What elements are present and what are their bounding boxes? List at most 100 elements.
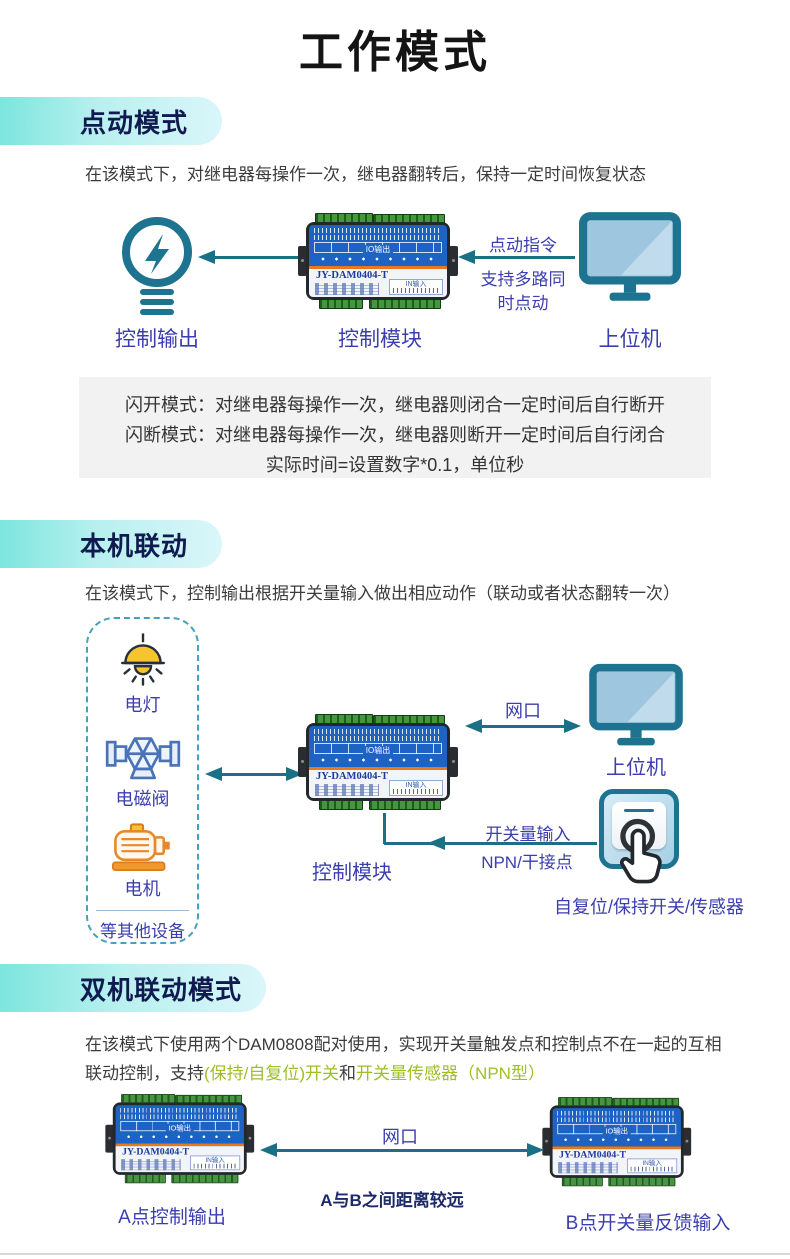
local-linkage-description: 在该模式下，控制输出根据开关量输入做出相应动作（联动或者状态翻转一次） xyxy=(85,584,680,603)
arrow-pc-to-module xyxy=(458,250,575,264)
dam-module-image-a: IO输出 JY-DAM0404-T IN输入 xyxy=(105,1094,255,1184)
section-heading-dual-linkage: 双机联动模式 xyxy=(0,964,266,1012)
section-heading-text: 点动模式 xyxy=(80,107,189,138)
module-in-box: IN输入 xyxy=(389,279,443,295)
module-model-text: JY-DAM0404-T xyxy=(316,771,388,782)
other-devices-label: 等其他设备 xyxy=(100,922,185,941)
digital-input-label: 开关量输入 xyxy=(485,825,571,844)
desc-text: 在该模式下使用两个DAM0808配对使用，实现开关量触发点和控制点不在一起的互相… xyxy=(85,1035,722,1083)
host-pc-label: 上位机 xyxy=(598,328,662,351)
module-io-panel: IO输出 xyxy=(309,225,447,266)
module-terminal-block xyxy=(319,299,363,309)
section-heading-local-linkage: 本机联动 xyxy=(0,520,222,568)
module-silkscreen-marks xyxy=(557,1110,677,1123)
module-front-panel: JY-DAM0404-T IN输入 xyxy=(552,1149,681,1176)
multi-channel-label-line1: 支持多路同 xyxy=(480,270,566,289)
hand-press-icon xyxy=(620,818,662,884)
module-led-row xyxy=(559,1136,675,1145)
module-body: IO输出 JY-DAM0404-T IN输入 xyxy=(306,723,450,801)
device-box-divider xyxy=(95,910,190,911)
note-line: 实际时间=设置数字*0.1，单位秒 xyxy=(265,455,525,475)
module-mount-ear xyxy=(245,1124,255,1153)
lamp-label: 电灯 xyxy=(124,695,161,716)
multi-channel-label-line2: 时点动 xyxy=(497,294,549,313)
jog-mode-description: 在该模式下，对继电器每操作一次，继电器翻转后，保持一定时间恢复状态 xyxy=(85,165,646,184)
module-io-panel: IO输出 xyxy=(309,726,447,767)
module-terminal-block xyxy=(608,1176,676,1187)
module-terminal-block xyxy=(369,800,441,810)
module-io-panel: IO输出 xyxy=(552,1108,681,1147)
section-heading-text: 双机联动模式 xyxy=(80,974,243,1005)
module-in-pins xyxy=(193,1163,237,1169)
valve-label: 电磁阀 xyxy=(115,788,170,809)
dual-linkage-description: 在该模式下使用两个DAM0808配对使用，实现开关量触发点和控制点不在一起的互相… xyxy=(85,1030,727,1088)
dam-module-image: IO输出 JY-DAM0404-T IN输入 xyxy=(298,714,458,810)
host-pc-label: 上位机 xyxy=(606,757,666,779)
module-silkscreen xyxy=(558,1162,618,1174)
flash-mode-notebox: 闪开模式：对继电器每操作一次，继电器则闭合一定时间后自行断开 闪断模式：对继电器… xyxy=(79,377,711,478)
arrow-a-b-net xyxy=(260,1143,544,1157)
device-group-box: 电灯 电磁阀 电机 等其他设备 xyxy=(86,617,199,944)
note-line: 闪断模式：对继电器每操作一次，继电器则断开一定时间后自行闭合 xyxy=(125,425,665,445)
module-front-panel: JY-DAM0404-T IN输入 xyxy=(309,269,447,297)
module-in-label: IN输入 xyxy=(405,782,427,789)
module-in-box: IN输入 xyxy=(626,1158,678,1174)
module-in-label: IN输入 xyxy=(405,281,427,288)
arrow-devices-module xyxy=(205,767,303,781)
point-a-label: A点控制输出 xyxy=(118,1207,226,1228)
module-body: IO输出 JY-DAM0404-T IN输入 xyxy=(112,1102,247,1175)
module-mount-ear xyxy=(449,747,458,777)
touch-switch-icon xyxy=(599,789,679,884)
arrow-switch-to-module xyxy=(384,836,597,850)
jog-command-label: 点动指令 xyxy=(489,236,557,255)
module-orange-stripe xyxy=(309,767,447,770)
module-body: IO输出 JY-DAM0404-T IN输入 xyxy=(549,1105,684,1178)
module-io-label: IO输出 xyxy=(309,242,447,255)
net-port-label: 网口 xyxy=(505,701,541,721)
desc-green-text: 开关量传感器（NPN型） xyxy=(356,1064,545,1083)
page-title: 工作模式 xyxy=(299,28,491,77)
module-silkscreen xyxy=(121,1159,181,1171)
switch-sensor-label: 自复位/保持开关/传感器 xyxy=(553,897,744,917)
distance-note: A与B之间距离较远 xyxy=(320,1191,464,1210)
monitor-icon xyxy=(589,663,683,746)
module-in-box: IN输入 xyxy=(389,780,443,796)
motor-label: 电机 xyxy=(124,879,161,899)
note-line: 闪开模式：对继电器每操作一次，继电器则闭合一定时间后自行断开 xyxy=(125,395,665,415)
module-front-panel: JY-DAM0404-T IN输入 xyxy=(115,1146,244,1173)
module-in-pins xyxy=(393,789,439,794)
module-terminal-block xyxy=(124,1173,166,1184)
module-led-row xyxy=(122,1133,238,1142)
module-model-text: JY-DAM0404-T xyxy=(316,270,388,281)
lightning-bulb-icon xyxy=(122,217,192,315)
dam-module-image-b: IO输出 JY-DAM0404-T IN输入 xyxy=(542,1097,692,1187)
module-in-pins xyxy=(393,288,439,293)
module-mount-ear xyxy=(298,246,307,276)
module-mount-ear xyxy=(682,1127,692,1156)
module-io-label: IO输出 xyxy=(116,1121,244,1133)
control-module-label: 控制模块 xyxy=(338,328,422,351)
net-port-label: 网口 xyxy=(382,1127,418,1147)
module-io-label: IO输出 xyxy=(553,1124,681,1136)
module-orange-stripe xyxy=(552,1146,681,1150)
connector-line xyxy=(383,813,386,844)
point-b-label: B点开关量反馈输入 xyxy=(565,1213,731,1234)
arrow-module-to-output xyxy=(198,250,302,264)
solenoid-valve-icon xyxy=(105,737,180,780)
module-silkscreen-marks xyxy=(314,729,442,741)
module-orange-stripe xyxy=(115,1143,244,1147)
ceiling-lamp-icon xyxy=(120,633,165,686)
section-heading-jog-mode: 点动模式 xyxy=(0,97,222,145)
module-mount-ear xyxy=(449,246,458,276)
module-in-box: IN输入 xyxy=(189,1155,241,1171)
desc-green-text: (保持/自复位)开关 xyxy=(204,1064,340,1083)
module-terminal-block xyxy=(561,1176,603,1187)
module-mount-ear xyxy=(542,1127,551,1156)
dam-module-image: IO输出 JY-DAM0404-T IN输入 xyxy=(298,213,458,309)
module-silkscreen xyxy=(315,283,379,295)
module-in-label: IN输入 xyxy=(205,1157,225,1164)
section-heading-text: 本机联动 xyxy=(80,530,189,561)
arrow-module-pc-net xyxy=(465,719,581,733)
module-led-row xyxy=(316,255,440,264)
module-mount-ear xyxy=(105,1124,114,1153)
